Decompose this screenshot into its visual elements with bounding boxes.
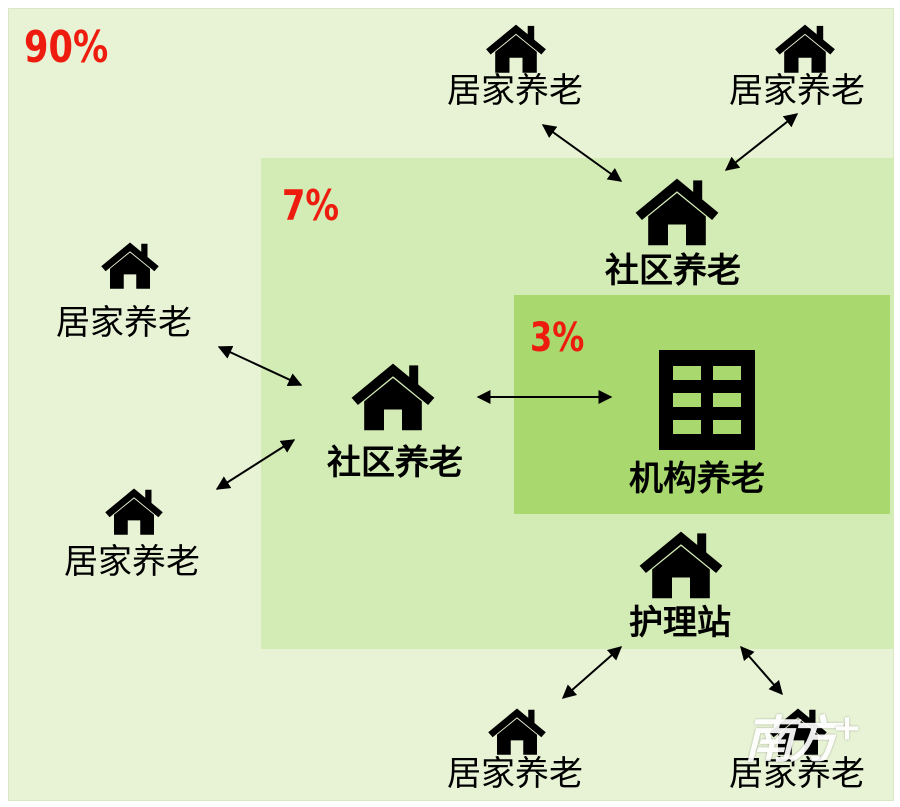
- home-care-label-bottom-right: 居家养老: [729, 754, 865, 794]
- building-icon: [659, 350, 755, 450]
- percent-7-label: 7%: [282, 181, 340, 230]
- nursing-station-label: 护理站: [629, 603, 731, 643]
- institution-care-label: 机构养老: [629, 459, 765, 499]
- arrow-left-lower: [215, 439, 296, 490]
- home-care-label-left-lower: 居家养老: [64, 542, 200, 582]
- percent-90-label: 90%: [24, 22, 109, 73]
- arrow-top-left: [541, 124, 623, 182]
- arrow-top-right: [724, 113, 799, 171]
- percent-3-label: 3%: [530, 315, 585, 361]
- home-care-label-left-upper: 居家养老: [56, 303, 192, 343]
- home-care-label-top-left: 居家养老: [447, 71, 583, 111]
- arrow-bottom-right: [740, 645, 783, 696]
- community-care-label-center: 社区养老: [327, 443, 463, 483]
- home-care-label-top-right: 居家养老: [729, 71, 865, 111]
- watermark-logo: 南方+: [744, 707, 862, 769]
- arrow-left-upper: [217, 345, 303, 387]
- home-care-label-bottom-left: 居家养老: [447, 754, 583, 794]
- community-care-label-top: 社区养老: [605, 251, 741, 291]
- arrow-bottom-left: [561, 646, 623, 699]
